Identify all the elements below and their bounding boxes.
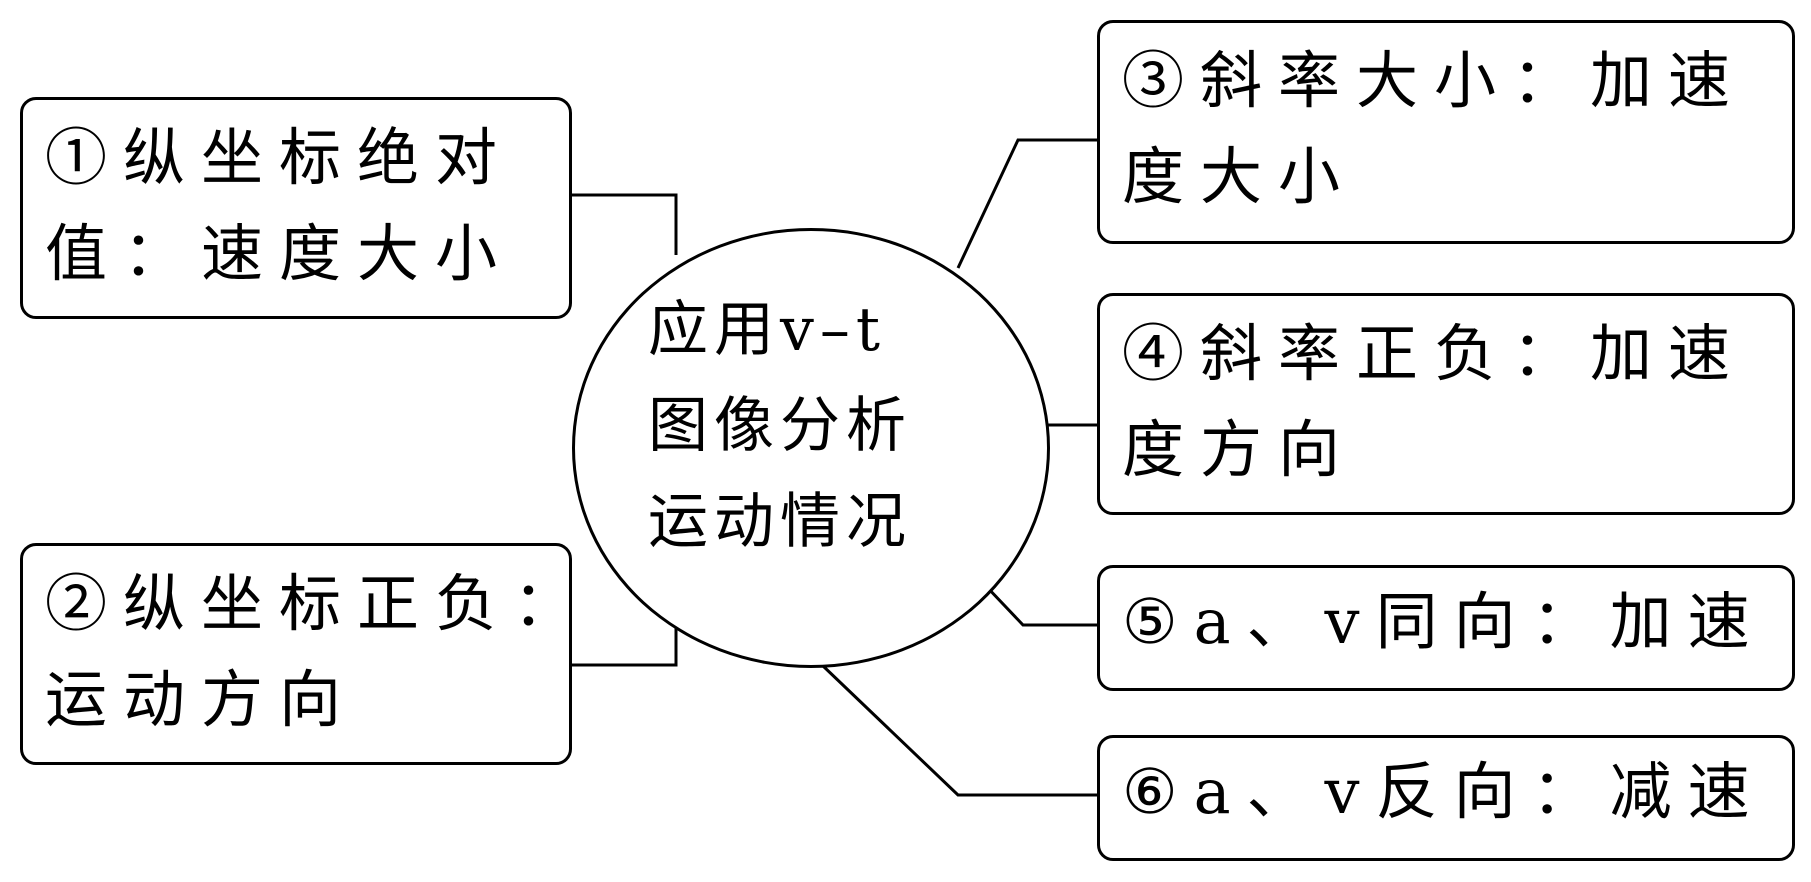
node-acceleration-magnitude-line-2: 度大小 — [1122, 140, 1357, 213]
center-line-1: 应用v–t — [648, 295, 887, 365]
node-same-direction-line-1: ⑤a、v同向：加速 — [1122, 585, 1766, 658]
node-acceleration-direction: ④斜率正负：加速 度方向 — [1097, 293, 1795, 515]
connector-n3 — [956, 138, 1097, 269]
center-line-2: 图像分析 — [648, 391, 912, 461]
node-opposite-direction-line-1: ⑥a、v反向：减速 — [1122, 755, 1766, 828]
node-acceleration-direction-line-2: 度方向 — [1122, 413, 1357, 486]
center-line-3: 运动情况 — [648, 487, 912, 557]
node-opposite-direction: ⑥a、v反向：减速 — [1097, 735, 1795, 861]
node-speed-magnitude: ①纵坐标绝对 值：速度大小 — [20, 97, 572, 319]
node-acceleration-magnitude: ③斜率大小：加速 度大小 — [1097, 20, 1795, 244]
center-topic: 应用v–t 图像分析 运动情况 — [648, 282, 912, 570]
connector-n6 — [820, 663, 1097, 797]
node-speed-magnitude-line-2: 值：速度大小 — [45, 217, 514, 290]
node-acceleration-direction-line-1: ④斜率正负：加速 — [1122, 317, 1747, 390]
node-same-direction: ⑤a、v同向：加速 — [1097, 565, 1795, 691]
connector-n1 — [572, 193, 678, 255]
node-motion-direction: ②纵坐标正负： 运动方向 — [20, 543, 572, 765]
node-motion-direction-line-2: 运动方向 — [45, 663, 358, 736]
node-motion-direction-line-1: ②纵坐标正负： — [45, 567, 572, 640]
center-circle — [572, 228, 1050, 668]
connector-n5 — [983, 583, 1097, 627]
node-speed-magnitude-line-1: ①纵坐标绝对 — [45, 121, 514, 194]
node-acceleration-magnitude-line-1: ③斜率大小：加速 — [1122, 44, 1747, 117]
